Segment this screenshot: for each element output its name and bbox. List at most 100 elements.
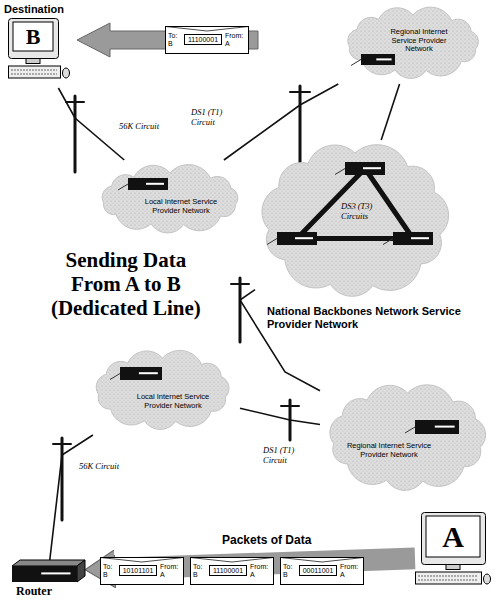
text-slot: From: A — [160, 563, 180, 578]
key-row — [418, 576, 478, 577]
router-symbol — [345, 162, 385, 175]
node-text: To: B — [103, 563, 117, 578]
key-row — [11, 70, 57, 71]
packet-arrow — [77, 23, 258, 57]
isp-cloud: Local Internet Service Provider Network — [90, 160, 250, 238]
monitor-stand — [26, 59, 40, 64]
envelope-flap — [281, 558, 364, 563]
text-slot: To: B — [103, 563, 117, 578]
router-slot — [146, 183, 164, 185]
node-heading: National Backbones Network Service Provi… — [267, 305, 482, 331]
diagram-title: Sending Data From A to B (Dedicated Line… — [45, 248, 207, 320]
spoke-line — [335, 169, 345, 175]
circuit-line — [50, 435, 93, 560]
isp-cloud: Regional Internet Service Provider Netwo… — [336, 2, 490, 84]
circuit-label: 56K Circuit — [118, 122, 170, 132]
router-body — [128, 178, 168, 190]
key-row — [11, 74, 57, 75]
isp-cloud: Local Internet Service Provider Network — [85, 345, 240, 435]
keyboard — [416, 572, 482, 584]
circuit-label: 56K Circuit — [78, 462, 135, 472]
text-slot: A — [426, 516, 480, 557]
node-text: From: A — [225, 32, 245, 47]
text-slot: Regional Internet Service Provider Netwo… — [346, 442, 432, 459]
node-text: To: B — [168, 32, 182, 47]
circuit-label: DS1 (T1) Circuit — [190, 108, 240, 128]
router-slot — [295, 237, 313, 239]
envelope-flap — [101, 558, 184, 563]
router-symbol — [128, 178, 168, 190]
cloud-shape — [348, 7, 479, 78]
circuit-line — [58, 88, 124, 160]
packet-envelope: To: B10101101From: A — [100, 557, 184, 585]
router-symbol — [393, 232, 433, 245]
backbone-cloud: DS3 (T3) CircuitsNational Backbones Netw… — [255, 140, 455, 300]
router-symbol — [415, 420, 459, 434]
text-slot: 00011001 — [299, 565, 337, 576]
packet-bits: 10101101 — [119, 565, 157, 576]
router-body — [120, 367, 162, 380]
keyboard — [9, 66, 61, 78]
cloud-outline — [85, 345, 240, 435]
router-body — [393, 232, 433, 245]
router-body — [361, 54, 395, 65]
cloud-outline — [320, 380, 495, 495]
destination-computer: DestinationB — [8, 18, 70, 88]
router-top — [12, 560, 85, 566]
node-heading: Router — [16, 584, 86, 598]
envelope-body — [166, 27, 249, 54]
router-box: Router — [12, 560, 85, 582]
node-text: Local Internet Service Provider Network — [138, 198, 224, 215]
envelope-body — [101, 558, 184, 585]
screen — [426, 516, 480, 557]
node-heading: Destination — [4, 3, 84, 16]
node-text: B — [13, 22, 53, 51]
node-text: A — [426, 516, 480, 557]
text-slot: B — [13, 22, 53, 51]
text-slot: Regional Internet Service Provider Netwo… — [378, 28, 460, 54]
circuit-line — [381, 84, 399, 140]
mouse — [484, 574, 491, 584]
monitor — [9, 19, 59, 59]
circuit-line — [240, 290, 320, 391]
node-text: From: A — [160, 563, 180, 578]
text-slot: To: B — [283, 563, 297, 578]
spoke-line — [383, 239, 393, 245]
text-slot: Local Internet Service Provider Network — [138, 198, 224, 215]
node-text: Regional Internet Service Provider Netwo… — [346, 442, 432, 459]
circuit-label: DS1 (T1) Circuit — [262, 446, 312, 466]
router-body — [277, 232, 317, 245]
envelope-body — [281, 558, 364, 585]
node-text: Regional Internet Service Provider Netwo… — [378, 28, 460, 54]
text-slot: To: B — [193, 563, 207, 578]
text-slot: From: A — [340, 563, 360, 578]
router-slot — [363, 167, 381, 169]
cloud-shape — [102, 165, 238, 233]
envelope-flap — [166, 27, 249, 32]
text-slot: Router — [16, 584, 86, 598]
text-slot: National Backbones Network Service Provi… — [267, 305, 482, 331]
source-computer: A — [415, 512, 495, 602]
router-body — [12, 566, 77, 582]
spoke-line — [351, 60, 361, 66]
screen — [13, 22, 53, 51]
router-side — [77, 560, 85, 582]
router-symbol — [120, 367, 162, 380]
note-label: Packets of Data — [222, 533, 311, 547]
text-slot: 11100001 — [184, 34, 222, 45]
router-slot — [376, 58, 391, 60]
packet-envelope: To: B11100001From: A — [165, 26, 249, 54]
router-symbol — [277, 232, 317, 245]
text-slot: To: B — [168, 32, 182, 47]
spoke-line — [118, 184, 128, 190]
node-text: To: B — [193, 563, 207, 578]
circuit-line — [240, 408, 320, 424]
router-body — [345, 162, 385, 175]
text-slot: DS3 (T3) Circuits — [341, 202, 385, 222]
cloud-shape — [96, 350, 229, 429]
isp-cloud: Regional Internet Service Provider Netwo… — [320, 380, 495, 495]
node-text: From: A — [250, 563, 270, 578]
text-slot: Local Internet Service Provider Network — [130, 393, 216, 410]
